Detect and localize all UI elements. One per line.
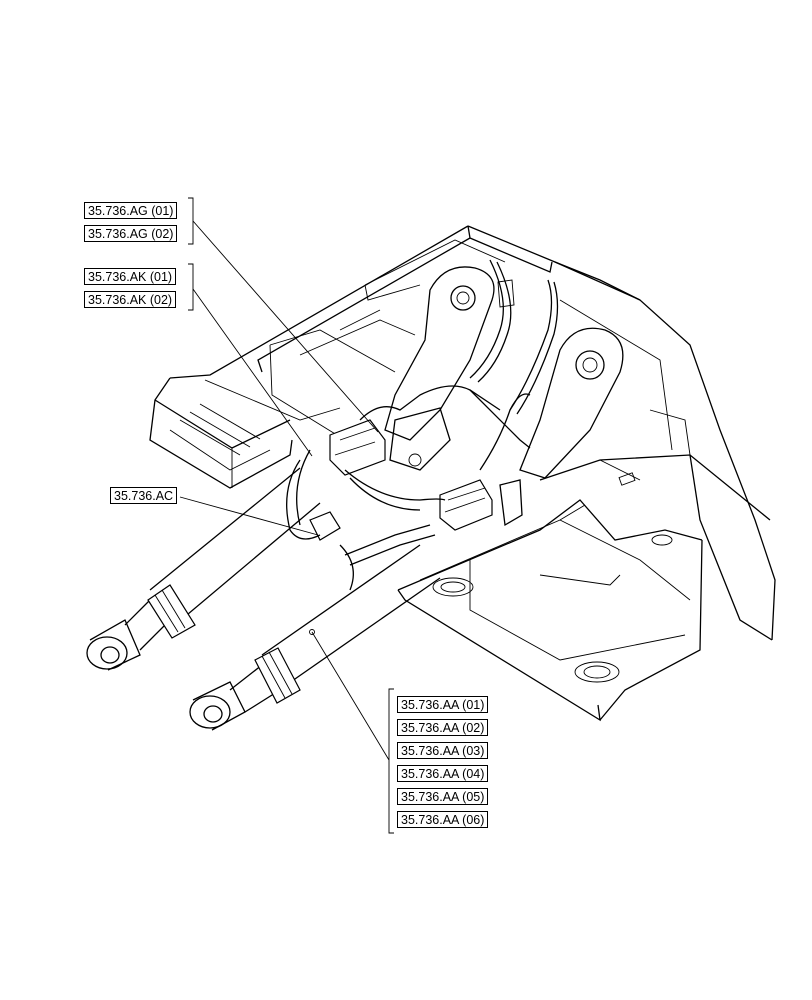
callout-ak-01[interactable]: 35.736.AK (01) — [84, 268, 177, 285]
boom — [384, 266, 624, 527]
callout-ac[interactable]: 35.736.AC — [110, 487, 178, 504]
callout-ak-02[interactable]: 35.736.AK (02) — [84, 291, 177, 308]
callout-aa-03[interactable]: 35.736.AA (03) — [397, 742, 489, 759]
callout-aa-06[interactable]: 35.736.AA (06) — [397, 811, 489, 828]
callout-aa-05[interactable]: 35.736.AA (05) — [397, 788, 489, 805]
leader-lines — [179, 197, 394, 834]
frame — [169, 225, 776, 641]
left-cylinder — [86, 467, 321, 671]
callout-aa-04[interactable]: 35.736.AA (04) — [397, 765, 489, 782]
callout-aa-02[interactable]: 35.736.AA (02) — [397, 719, 489, 736]
right-cylinder — [189, 544, 441, 731]
tray — [149, 329, 396, 489]
callout-ag-01[interactable]: 35.736.AG (01) — [84, 202, 178, 219]
callout-ag-02[interactable]: 35.736.AG (02) — [84, 225, 178, 242]
counterweight-tray — [397, 472, 703, 722]
hoses-and-valves — [286, 259, 559, 591]
callout-aa-01[interactable]: 35.736.AA (01) — [397, 696, 489, 713]
